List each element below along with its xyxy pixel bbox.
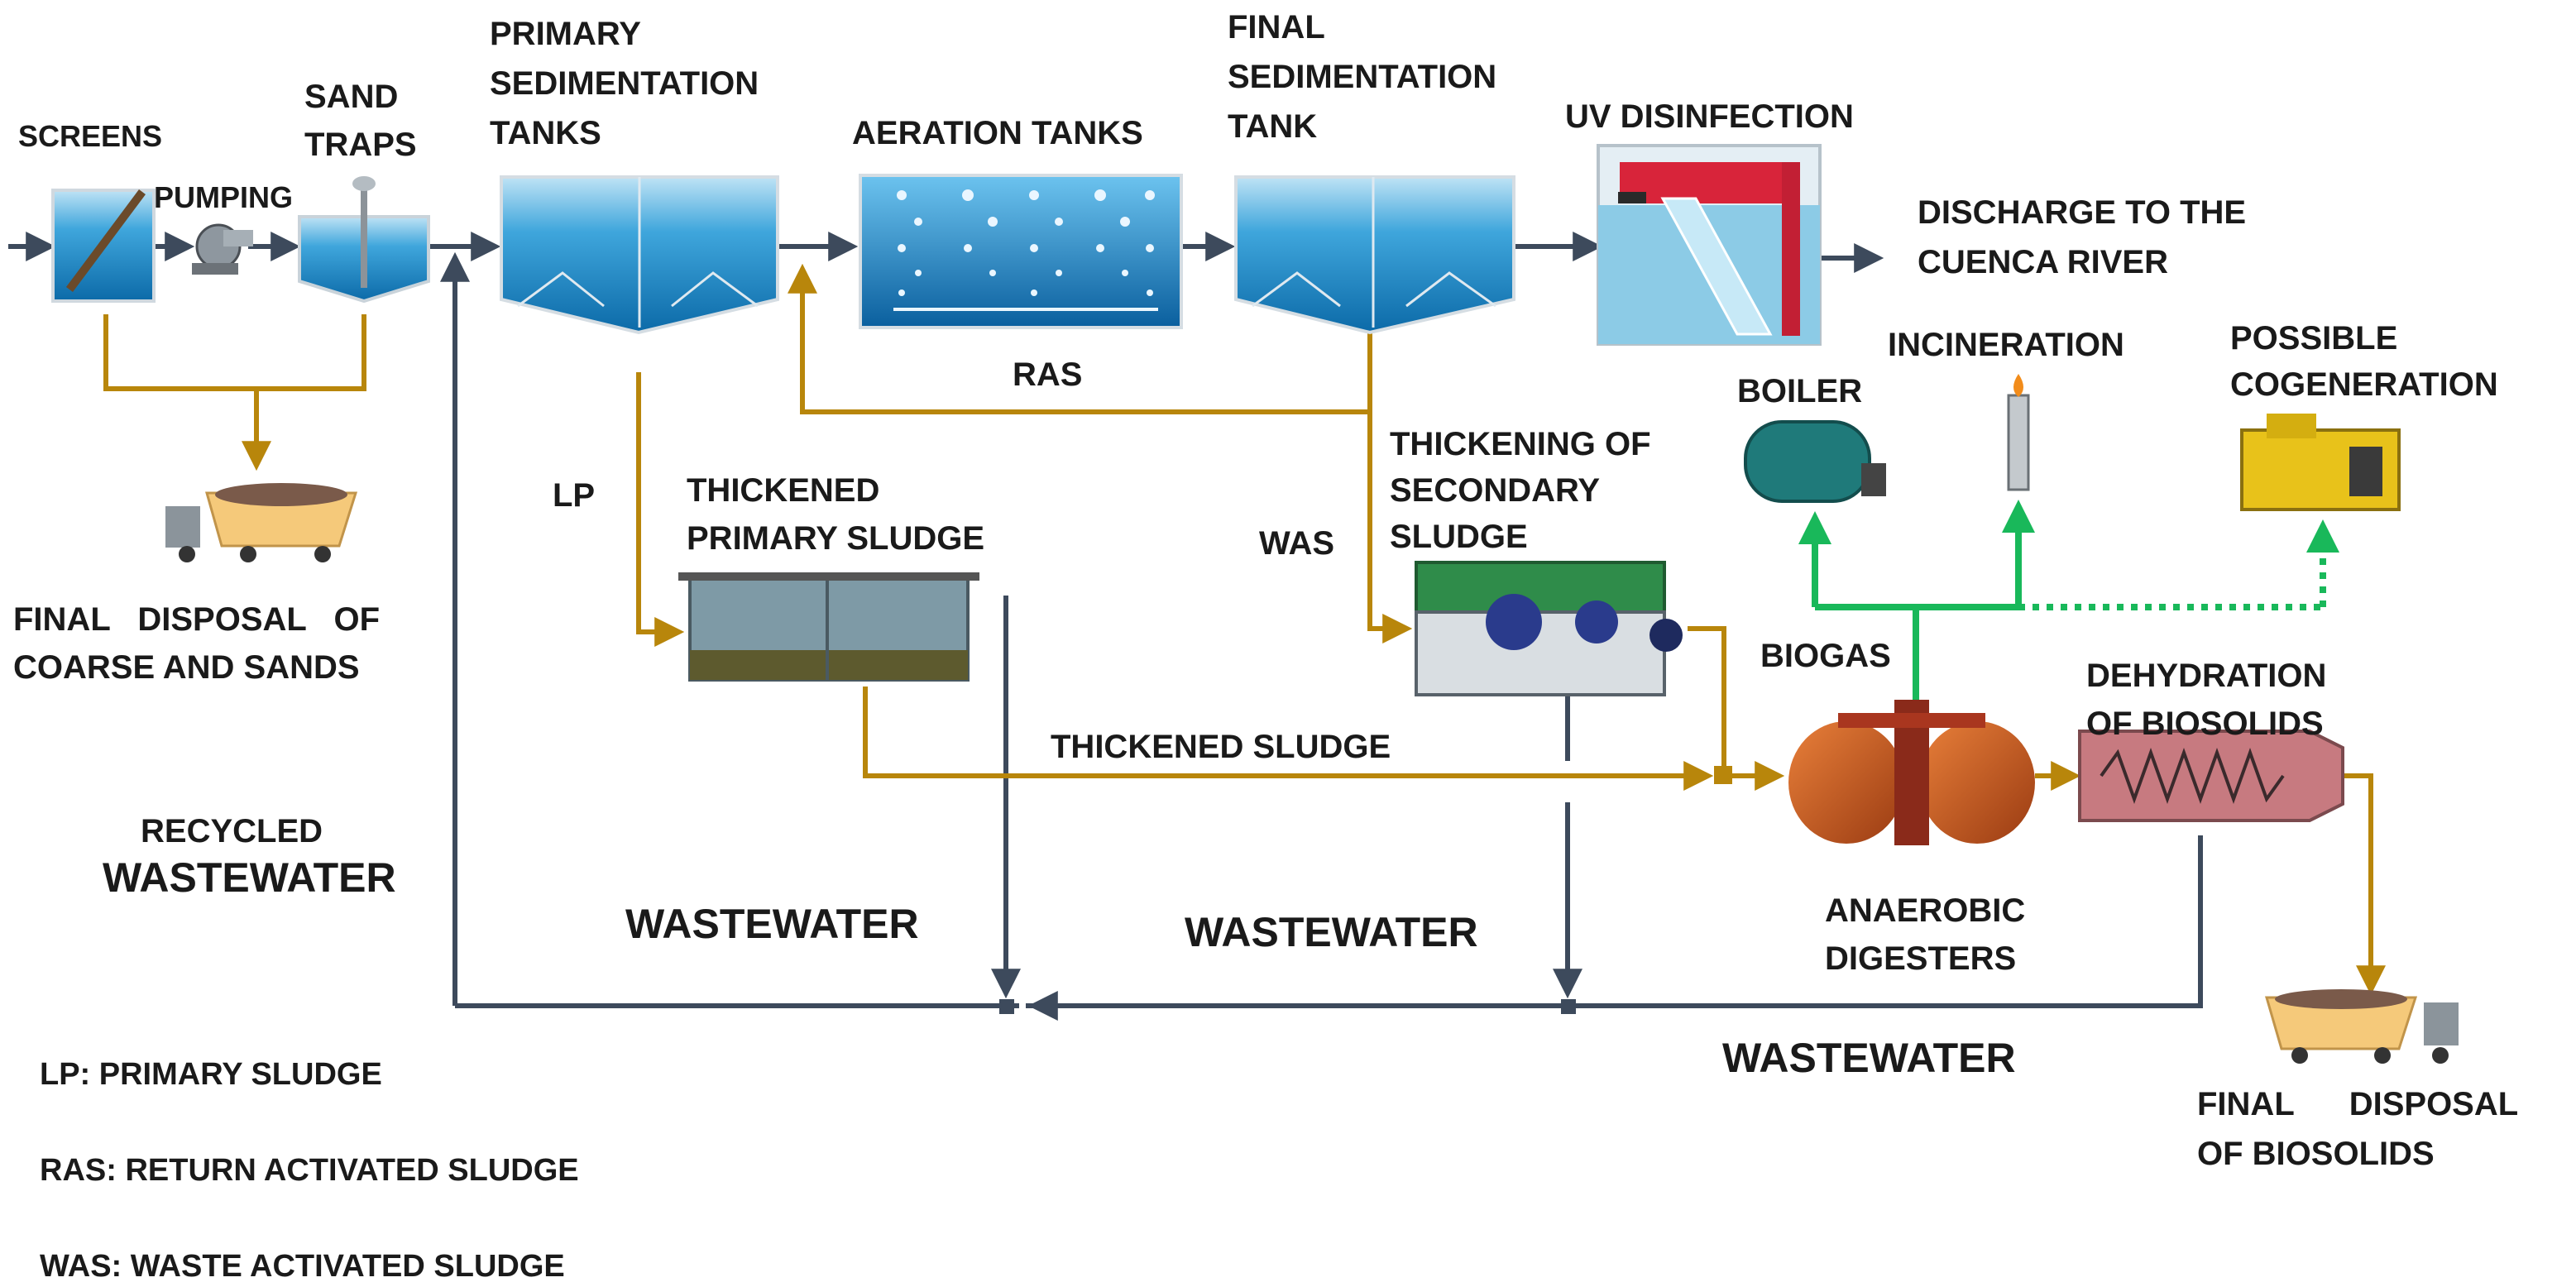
label-sand-traps-2: TRAPS — [304, 127, 417, 163]
label-was: WAS — [1259, 525, 1335, 562]
legend-item-ras: RAS: RETURN ACTIVATED SLUDGE — [40, 1153, 579, 1188]
label-thickening-secondary-2: SECONDARY — [1390, 472, 1601, 509]
label-final-sed-2: SEDIMENTATION — [1228, 59, 1497, 95]
label-discharge-2: CUENCA RIVER — [1918, 244, 2168, 280]
label-incineration: INCINERATION — [1888, 327, 2124, 363]
water-flow-lines — [8, 232, 2203, 1021]
label-biogas: BIOGAS — [1760, 638, 1891, 674]
boiler-icon — [1744, 420, 1886, 503]
primary-sedimentation-tank — [500, 175, 779, 335]
label-sand-traps-1: SAND — [304, 79, 399, 115]
truck-icon-biosolids — [2265, 989, 2459, 1064]
dehydration-screw-press — [2078, 730, 2344, 822]
label-final-sed-1: FINAL — [1228, 9, 1325, 45]
legend-item-lp: LP: PRIMARY SLUDGE — [40, 1057, 382, 1092]
secondary-thickener-unit — [1415, 561, 1683, 696]
label-boiler: BOILER — [1737, 373, 1863, 409]
final-sedimentation-tank — [1234, 175, 1515, 335]
incineration-stack-icon — [2007, 374, 2030, 491]
label-final-disposal-coarse-1: FINAL DISPOSAL OF — [13, 601, 381, 638]
label-dehydration-2: OF BIOSOLIDS — [2086, 706, 2324, 742]
uv-disinfection-unit — [1597, 144, 1822, 346]
truck-icon-coarse — [165, 483, 358, 562]
label-thickening-secondary-1: THICKENING OF — [1390, 426, 1651, 462]
label-thickened-primary-1: THICKENED — [687, 472, 880, 509]
label-final-disposal-bio-1: FINAL DISPOSAL — [2197, 1086, 2519, 1122]
pump-icon — [192, 223, 253, 275]
label-final-disposal-coarse-2: COARSE AND SANDS — [13, 649, 360, 686]
label-final-sed-3: TANK — [1228, 108, 1318, 145]
label-pumping: PUMPING — [154, 180, 294, 214]
label-wastewater-3: WASTEWATER — [1722, 1035, 2016, 1081]
label-recycled-1: RECYCLED — [141, 813, 323, 849]
label-thickened-primary-2: PRIMARY SLUDGE — [687, 520, 985, 557]
label-discharge-1: DISCHARGE TO THE — [1918, 194, 2247, 231]
label-dehydration-1: DEHYDRATION — [2086, 658, 2327, 694]
aeration-tank — [859, 174, 1183, 329]
anaerobic-digesters — [1788, 700, 2035, 845]
label-primary-sed-1: PRIMARY — [490, 16, 641, 52]
sand-trap-tank — [298, 176, 430, 304]
screens-unit — [51, 189, 156, 303]
label-thickening-secondary-3: SLUDGE — [1390, 519, 1528, 555]
label-aeration-tanks: AERATION TANKS — [852, 115, 1143, 151]
label-screens: SCREENS — [18, 119, 163, 153]
label-wastewater-2: WASTEWATER — [1185, 909, 1478, 955]
label-anaerobic-2: DIGESTERS — [1825, 940, 2017, 977]
label-primary-sed-2: SEDIMENTATION — [490, 65, 759, 102]
label-recycled-2: WASTEWATER — [103, 854, 396, 901]
legend-item-was: WAS: WASTE ACTIVATED SLUDGE — [40, 1249, 565, 1284]
cogeneration-generator-icon — [2240, 414, 2401, 511]
label-lp: LP — [553, 477, 596, 514]
sludge-flow-lines — [103, 263, 2386, 996]
label-final-disposal-bio-2: OF BIOSOLIDS — [2197, 1136, 2435, 1172]
primary-thickener-tank — [678, 572, 979, 682]
label-cogeneration-2: COGENERATION — [2230, 366, 2498, 403]
label-cogeneration-1: POSSIBLE — [2230, 320, 2398, 356]
label-wastewater-1: WASTEWATER — [625, 901, 919, 947]
biogas-lines — [1798, 500, 2339, 703]
label-anaerobic-1: ANAEROBIC — [1825, 892, 2026, 929]
label-primary-sed-3: TANKS — [490, 115, 601, 151]
label-ras: RAS — [1013, 356, 1083, 393]
label-uv-disinfection: UV DISINFECTION — [1565, 98, 1854, 135]
label-thickened-sludge: THICKENED SLUDGE — [1051, 729, 1391, 765]
